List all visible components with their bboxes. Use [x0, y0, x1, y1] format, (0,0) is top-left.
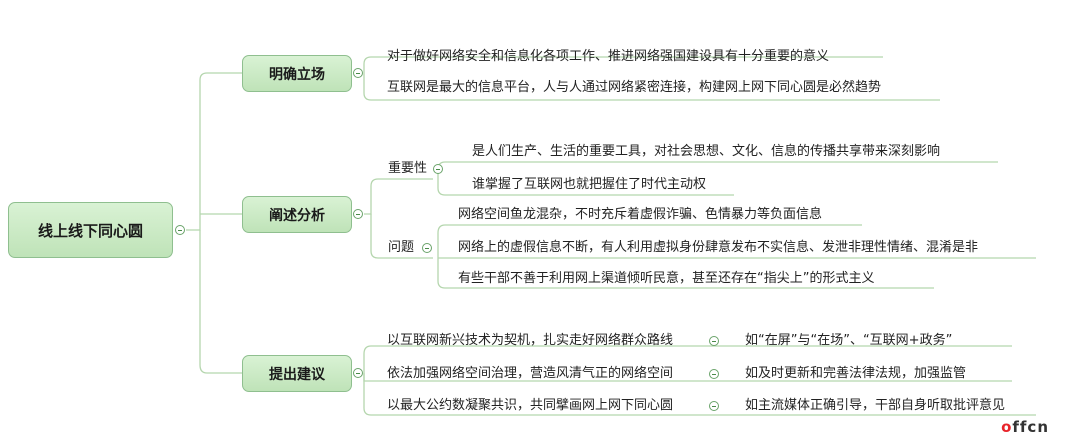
- leaf-text: 以最大公约数凝聚共识，共同擘画网上网下同心圆: [387, 398, 674, 413]
- collapse-toggle-icon[interactable]: [353, 209, 363, 219]
- sub-leaf-text: 如“在屏”与“在场”、“互联网+政务”: [745, 333, 953, 348]
- leaf-text: 有些干部不善于利用网上渠道倾听民意，甚至还存在“指尖上”的形式主义: [458, 271, 875, 286]
- collapse-toggle-icon[interactable]: [433, 164, 443, 174]
- leaf-text: 互联网是最大的信息平台，人与人通过网络紧密连接，构建网上网下同心圆是必然趋势: [387, 80, 882, 95]
- collapse-toggle-icon[interactable]: [353, 368, 363, 378]
- branch-node-analysis[interactable]: 阐述分析: [242, 196, 352, 233]
- root-label: 线上线下同心圆: [37, 221, 143, 240]
- leaf-text: 依法加强网络空间治理，营造风清气正的网络空间: [387, 366, 674, 381]
- collapse-toggle-icon[interactable]: [709, 369, 719, 379]
- watermark-brand: ffcn: [1012, 418, 1049, 436]
- branch-label: 明确立场: [269, 66, 325, 83]
- collapse-toggle-icon[interactable]: [709, 401, 719, 411]
- group-label: 问题: [388, 240, 415, 255]
- watermark-prefix: o: [1001, 418, 1013, 436]
- collapse-toggle-icon[interactable]: [422, 243, 432, 253]
- branch-label: 提出建议: [269, 366, 325, 383]
- collapse-toggle-icon[interactable]: [709, 336, 719, 346]
- leaf-text: 对于做好网络安全和信息化各项工作、推进网络强国建设具有十分重要的意义: [387, 49, 830, 64]
- branch-node-suggestion[interactable]: 提出建议: [242, 355, 352, 392]
- root-node[interactable]: 线上线下同心圆: [8, 202, 173, 258]
- leaf-text: 谁掌握了互联网也就把握住了时代主动权: [472, 177, 707, 192]
- branch-label: 阐述分析: [269, 207, 325, 224]
- watermark-logo: offcn: [1001, 418, 1049, 436]
- leaf-text: 网络空间鱼龙混杂，不时充斥着虚假诈骗、色情暴力等负面信息: [458, 207, 823, 222]
- sub-leaf-text: 如主流媒体正确引导，干部自身听取批评意见: [745, 398, 1006, 413]
- leaf-text: 网络上的虚假信息不断，有人利用虚拟身份肆意发布不实信息、发泄非理性情绪、混淆是非: [458, 240, 979, 255]
- leaf-text: 以互联网新兴技术为契机，扎实走好网络群众路线: [387, 333, 674, 348]
- leaf-text: 是人们生产、生活的重要工具，对社会思想、文化、信息的传播共享带来深刻影响: [472, 144, 941, 159]
- collapse-toggle-icon[interactable]: [353, 68, 363, 78]
- sub-leaf-text: 如及时更新和完善法律法规，加强监管: [745, 366, 967, 381]
- branch-node-position[interactable]: 明确立场: [242, 55, 352, 92]
- group-label: 重要性: [388, 161, 428, 176]
- collapse-toggle-icon[interactable]: [175, 225, 185, 235]
